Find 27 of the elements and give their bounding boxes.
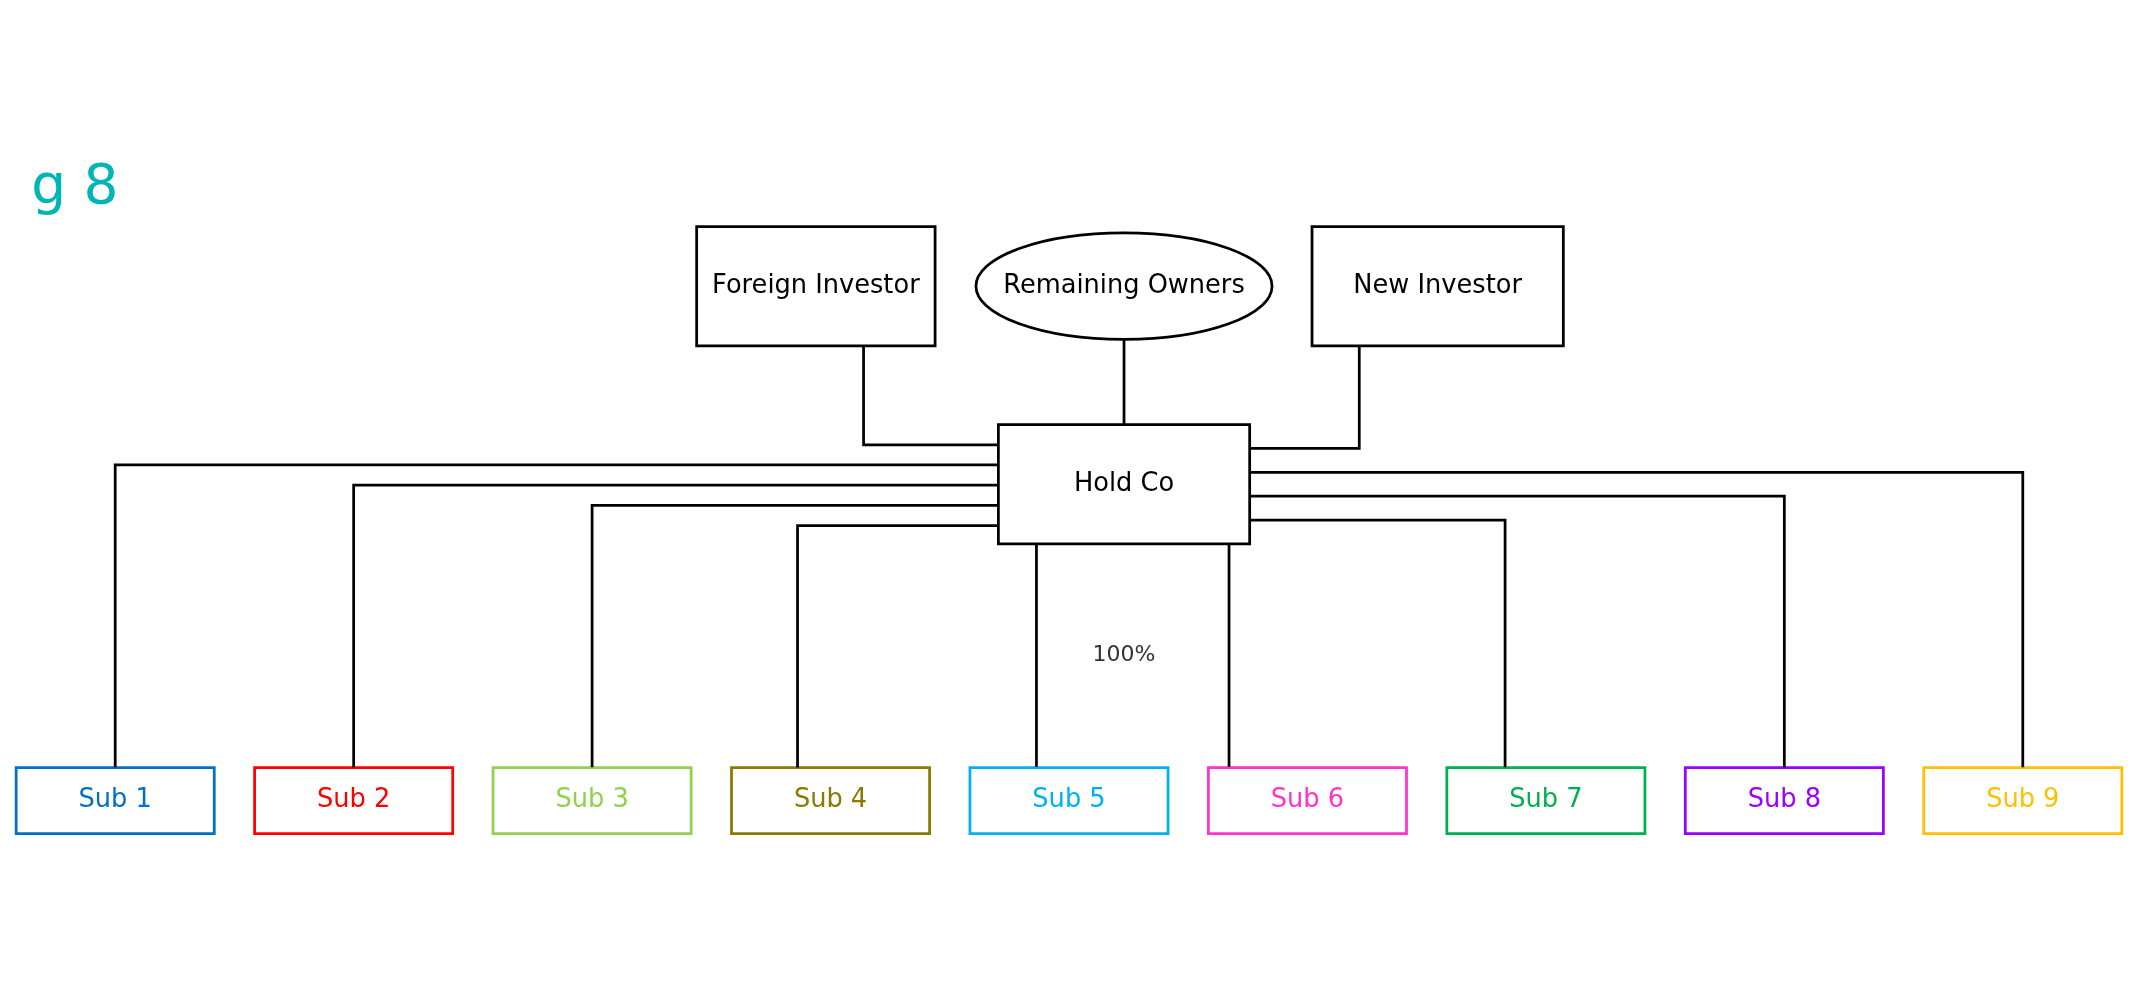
- connector: [1249, 494, 1786, 767]
- node-box: Sub 7: [1445, 765, 1647, 835]
- node-box: Sub 9: [1922, 765, 2124, 835]
- node-box: Sub 3: [491, 765, 693, 835]
- node-box: Sub 1: [14, 765, 216, 835]
- connector: [1035, 544, 1038, 767]
- connector: [1249, 470, 2025, 767]
- node-box: Hold Co: [997, 422, 1252, 545]
- node-box: Sub 4: [730, 765, 931, 835]
- connector: [113, 463, 999, 767]
- connector: [1249, 518, 1507, 767]
- connector: [1122, 339, 1126, 424]
- node-box: New Investor: [1310, 224, 1565, 347]
- node-box: Sub 5: [968, 765, 1170, 835]
- connector: [590, 503, 998, 767]
- connector: [352, 483, 998, 767]
- node-box: Sub 2: [253, 765, 455, 835]
- connector: [796, 523, 999, 767]
- connector: [862, 345, 999, 446]
- connector: [1227, 544, 1231, 767]
- node-box: Sub 6: [1207, 765, 1408, 835]
- connector: [1249, 345, 1361, 450]
- diagram-title: g 8: [31, 151, 119, 216]
- node-ellipse: Remaining Owners: [974, 231, 1274, 341]
- node-box: Sub 8: [1683, 765, 1885, 835]
- node-box: Foreign Investor: [695, 224, 937, 347]
- label: 100%: [1092, 640, 1156, 666]
